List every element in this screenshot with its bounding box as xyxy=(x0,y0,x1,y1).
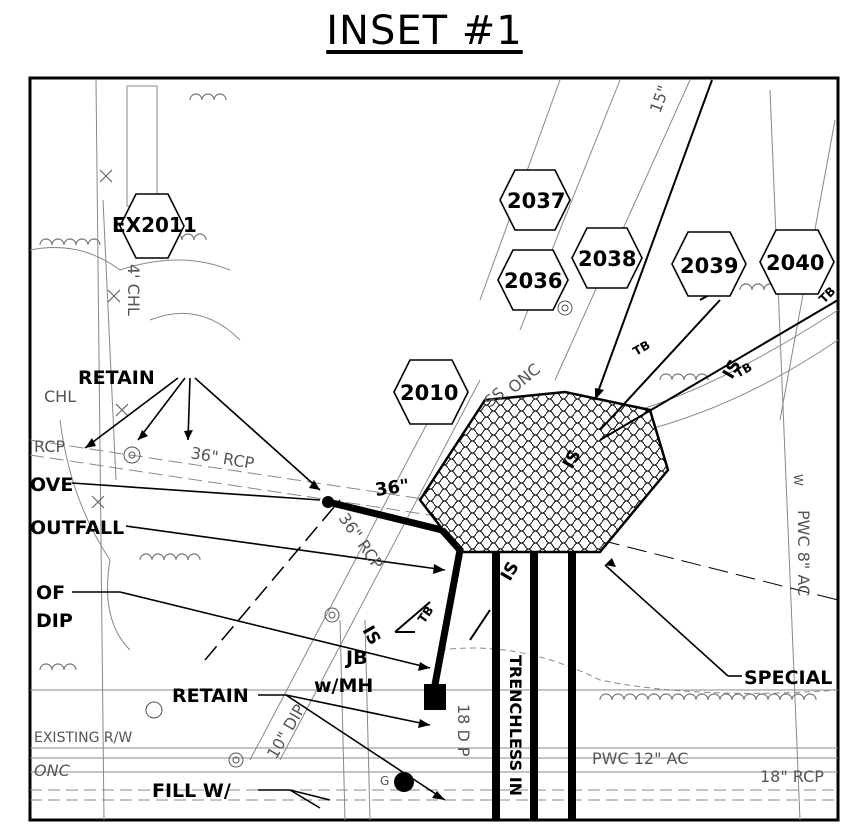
label-g: G xyxy=(380,774,389,788)
label-is-1: IS xyxy=(358,623,385,649)
riprap-area xyxy=(418,390,670,554)
label-rcp-left: RCP xyxy=(34,437,65,456)
sheet-2036-hex xyxy=(497,249,569,311)
callout-outfall: OUTFALL xyxy=(30,517,124,539)
sheet-2010-hex xyxy=(393,359,469,425)
junction-box xyxy=(424,684,446,710)
callout-end-of: OF xyxy=(36,582,65,604)
sheet-2039-hex xyxy=(671,231,747,297)
label-10dip: 10" DIP xyxy=(263,701,309,762)
label-tb-1: TB xyxy=(415,603,436,625)
valve-dot xyxy=(394,772,414,792)
proposed-pipes xyxy=(204,79,839,820)
label-onc2: ONC xyxy=(504,360,544,398)
structures xyxy=(123,300,573,768)
sheet-numbers: EX2011 2037 2038 2036 2039 2040 2010 xyxy=(112,189,824,405)
sheet-2039: 2039 xyxy=(680,254,738,278)
sheet-2036: 2036 xyxy=(504,269,562,293)
tree-lines xyxy=(39,93,817,701)
label-rcp18: 18" RCP xyxy=(760,767,824,786)
callout-dip: DIP xyxy=(36,610,73,632)
callout-labels: RETAIN OVE OUTFALL OF DIP JB w/MH RETAIN… xyxy=(30,367,832,802)
sheet-2037-hex xyxy=(499,169,571,231)
arrowheads xyxy=(85,388,616,800)
callout-fill: FILL W/ xyxy=(152,780,231,802)
callout-retain-bottom: RETAIN xyxy=(172,685,249,707)
sheet-ex2011-hex xyxy=(119,193,185,259)
sheet-2040: 2040 xyxy=(766,251,824,275)
callout-trenchless: TRENCHLESS IN xyxy=(506,655,525,796)
drawing-frame xyxy=(28,76,840,822)
sheet-ex2011: EX2011 xyxy=(112,213,197,237)
label-18dp: 18 D P xyxy=(454,704,473,757)
sheet-2010: 2010 xyxy=(400,381,458,405)
callout-special: SPECIAL xyxy=(744,667,832,689)
map-annotations: 36" RCP 36" 36" RCP 4' CHL CHL RCP EXIST… xyxy=(34,83,824,788)
leader-lines xyxy=(71,377,742,809)
sheet-2038-hex xyxy=(571,227,643,289)
label-chl: CHL xyxy=(44,387,76,406)
inset-title: INSET #1 xyxy=(326,8,523,54)
label-pwc12: PWC 12" AC xyxy=(592,749,688,768)
callout-retain-top: RETAIN xyxy=(78,367,155,389)
label-existing-rw: EXISTING R/W xyxy=(34,730,132,746)
label-onc: ONC xyxy=(34,761,71,780)
label-w: W xyxy=(791,474,805,486)
label-pwc8: PWC 8" AC xyxy=(794,510,813,596)
callout-remove: OVE xyxy=(30,474,73,496)
label-36rcp-a: 36" RCP xyxy=(189,443,256,473)
label-36rcp-c: 36" RCP xyxy=(335,509,387,573)
sheet-2038: 2038 xyxy=(578,247,636,271)
fence-markers xyxy=(91,169,129,509)
callout-wmh: w/MH xyxy=(314,675,373,697)
sheet-2037: 2037 xyxy=(507,189,565,213)
pipe-end-dot xyxy=(322,496,334,508)
label-15: 15" xyxy=(646,83,673,116)
label-4chl: 4' CHL xyxy=(124,264,143,316)
callout-jb: JB xyxy=(344,647,368,669)
label-is-2: IS xyxy=(497,558,524,584)
label-tb-2: TB xyxy=(631,338,653,359)
sheet-hexagons xyxy=(119,169,835,425)
sheet-2040-hex xyxy=(759,229,835,295)
label-36-b: 36" xyxy=(374,475,411,501)
